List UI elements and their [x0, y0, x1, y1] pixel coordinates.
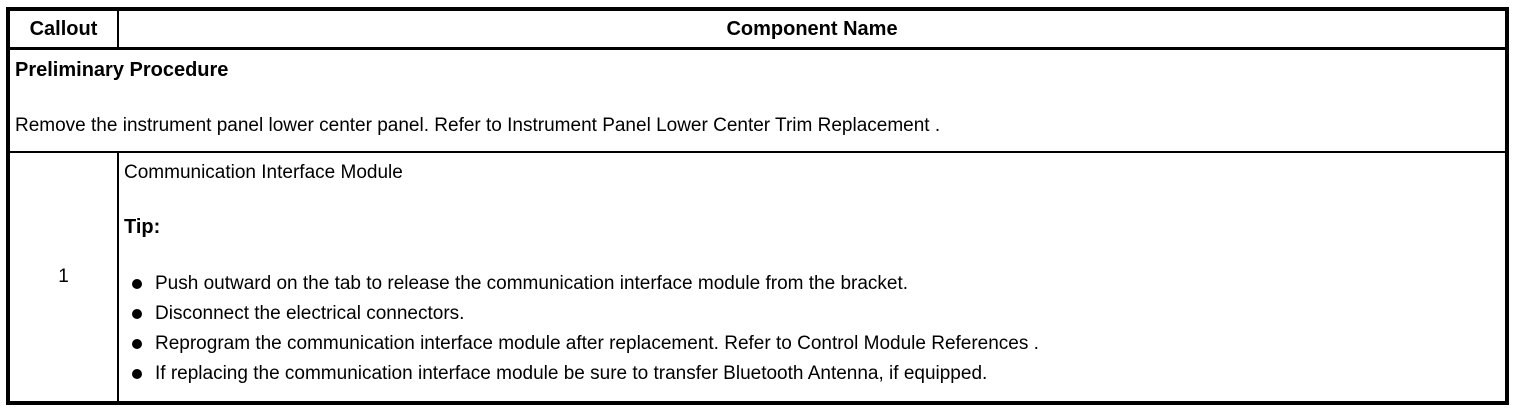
line-spacer — [15, 85, 1499, 111]
tip-text: Push outward on the tab to release the c… — [155, 273, 909, 294]
tip-label: Tip: — [124, 216, 161, 238]
tip-list: Push outward on the tab to release the c… — [124, 269, 1497, 389]
tip-item: Disconnect the electrical connectors. — [124, 299, 1497, 329]
tip-text: Disconnect the electrical connectors. — [155, 303, 465, 324]
component-cell: Communication Interface Module Tip: Push… — [117, 151, 1508, 404]
preliminary-procedure-cell: Preliminary Procedure Remove the instrum… — [7, 47, 1508, 153]
trim-replacement-reference-link[interactable]: Instrument Panel Lower Center Trim Repla… — [507, 115, 930, 136]
component-row: 1 Communication Interface Module Tip: Pu… — [7, 151, 1508, 404]
preliminary-text-prefix: Remove the instrument panel lower center… — [15, 115, 508, 136]
callout-column-header: Callout — [7, 8, 119, 50]
component-name: Communication Interface Module — [124, 162, 403, 183]
preliminary-procedure-text: Remove the instrument panel lower center… — [15, 111, 1499, 140]
tip-text-prefix: Reprogram the communication interface mo… — [155, 333, 798, 354]
line-spacer — [124, 187, 1497, 213]
bullet-icon — [132, 279, 142, 289]
tip-item: Reprogram the communication interface mo… — [124, 329, 1497, 359]
component-callout-table-wrap: Callout Component Name Preliminary Proce… — [6, 7, 1520, 405]
bullet-icon — [132, 339, 142, 349]
bullet-icon — [132, 309, 142, 319]
bullet-icon — [132, 369, 142, 379]
preliminary-procedure-row: Preliminary Procedure Remove the instrum… — [7, 47, 1508, 153]
tip-text-suffix: . — [1028, 333, 1039, 354]
tip-item: If replacing the communication interface… — [124, 359, 1497, 389]
control-module-references-link[interactable]: Control Module References — [797, 333, 1029, 354]
tip-text: If replacing the communication interface… — [155, 363, 988, 384]
preliminary-procedure-title: Preliminary Procedure — [15, 59, 229, 81]
component-callout-table: Callout Component Name Preliminary Proce… — [6, 7, 1509, 405]
preliminary-text-suffix: . — [929, 115, 941, 136]
tip-item: Push outward on the tab to release the c… — [124, 269, 1497, 299]
component-name-column-header: Component Name — [117, 8, 1508, 50]
callout-number: 1 — [7, 151, 119, 404]
header-row: Callout Component Name — [7, 8, 1508, 50]
